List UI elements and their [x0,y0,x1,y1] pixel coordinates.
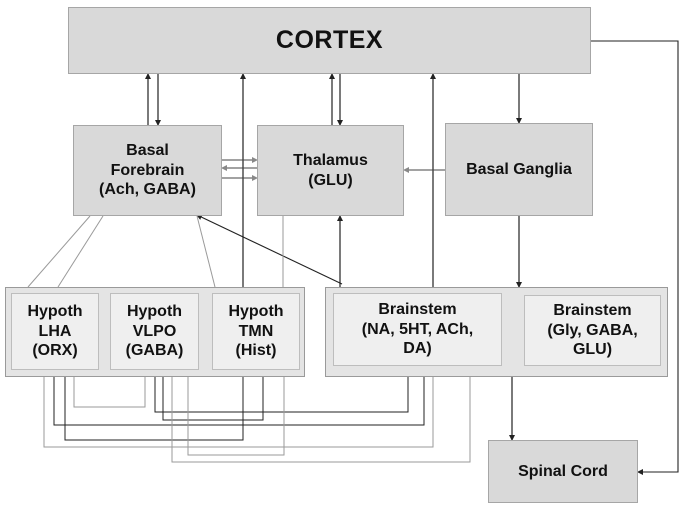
loop-dark-1 [53,377,425,426]
hypoth-tmn-label: Hypoth TMN (Hist) [228,303,284,360]
cortex-node: CORTEX [68,7,591,74]
spinal-cord-label: Spinal Cord [518,462,608,480]
edge-brainstem-to-bf [196,214,343,285]
thalamus-label: Thalamus (GLU) [293,151,368,189]
spinal-cord-node: Spinal Cord [488,440,638,503]
edge-hypoth-to-bf-3 [196,215,216,288]
loop-light-4 [187,377,285,456]
loop-dark-4 [162,377,264,421]
edge-cortex-to-spinal [591,40,679,475]
cortex-label: CORTEX [275,26,384,55]
basal-forebrain-node: Basal Forebrain (Ach, GABA) [73,125,222,216]
hypoth-lha-label: Hypoth LHA (ORX) [27,303,83,360]
loop-light-2 [73,377,146,408]
hypoth-vlpo-node: Hypoth VLPO (GABA) [110,293,199,370]
hypoth-tmn-node: Hypoth TMN (Hist) [212,293,300,370]
loop-dark-3 [64,377,244,441]
hypoth-vlpo-label: Hypoth VLPO (GABA) [125,303,184,360]
basal-ganglia-node: Basal Ganglia [445,123,593,216]
loop-light-3 [171,377,471,463]
basal-ganglia-label: Basal Ganglia [466,160,572,178]
basal-forebrain-label: Basal Forebrain (Ach, GABA) [99,142,196,199]
brainstem-2-node: Brainstem (Gly, GABA, GLU) [524,295,661,366]
brainstem-2-label: Brainstem (Gly, GABA, GLU) [547,302,638,359]
brainstem-1-node: Brainstem (NA, 5HT, ACh, DA) [333,293,502,366]
brainstem-1-label: Brainstem (NA, 5HT, ACh, DA) [361,301,474,358]
hypoth-lha-node: Hypoth LHA (ORX) [11,293,99,370]
loop-light-1 [43,377,434,448]
loop-dark-2 [154,377,409,413]
edge-hypoth-to-bf-2 [57,215,104,288]
edge-hypoth-to-bf-1 [27,215,91,288]
thalamus-node: Thalamus (GLU) [257,125,404,216]
